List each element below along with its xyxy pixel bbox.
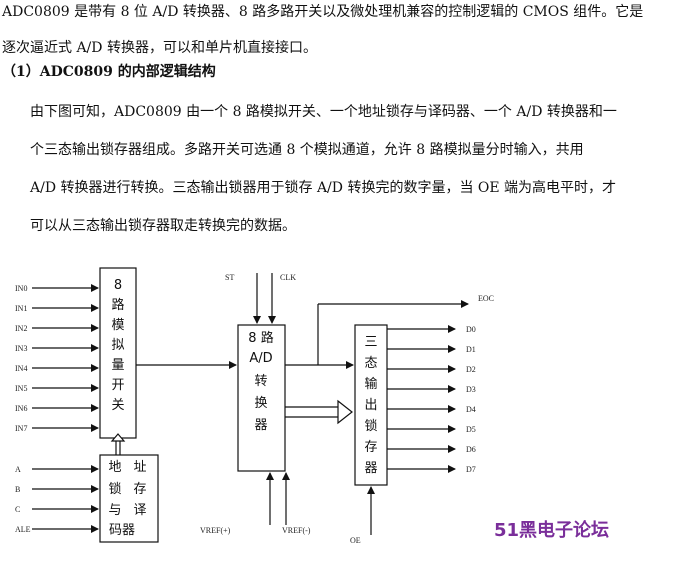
analog-input-label: IN2 <box>15 324 27 333</box>
output-label: D3 <box>466 385 476 394</box>
output-label: D2 <box>466 365 476 374</box>
analog-input-label: IN3 <box>15 344 27 353</box>
output-label: D4 <box>466 405 476 414</box>
eoc-label: EOC <box>478 294 494 303</box>
analog-input-label: IN1 <box>15 304 27 313</box>
output-label: D1 <box>466 345 476 354</box>
latch-block-char: 与 <box>108 503 121 518</box>
output-label: D0 <box>466 325 476 334</box>
mux-block-char: 量 <box>111 358 124 373</box>
data-bus-arrowhead <box>337 399 353 425</box>
latch-block-char: 锁 <box>108 481 121 497</box>
output-block-char: 存 <box>364 440 377 455</box>
analog-input-label: IN4 <box>15 364 27 373</box>
section-heading: （1）ADC0809 的内部逻辑结构 <box>2 64 216 80</box>
address-latch-block <box>99 454 159 543</box>
latch-to-mux-arrowhead <box>110 433 126 442</box>
body-line-4: 可以从三态输出锁存器取走转换完的数据。 <box>30 218 296 234</box>
address-input-label: C <box>15 505 20 514</box>
address-input-label: ALE <box>15 525 31 534</box>
output-block-char: 态 <box>364 356 377 371</box>
latch-block-char: 码器 <box>109 523 135 538</box>
mux-block-char: 关 <box>111 398 124 413</box>
output-block-char: 三 <box>364 335 377 350</box>
latch-block-char: 地 <box>108 460 121 475</box>
st-label: ST <box>225 273 234 282</box>
adc-block <box>237 324 286 472</box>
analog-input-label: IN7 <box>15 424 27 433</box>
intro-line-2: 逐次逼近式 A/D 转换器，可以和单片机直接接口。 <box>2 40 317 56</box>
output-block-char: 出 <box>364 398 377 413</box>
output-block-char: 输 <box>364 376 377 392</box>
analog-input-label: IN0 <box>15 284 27 293</box>
intro-line-1: ADC0809 是带有 8 位 A/D 转换器、8 路多路开关以及微处理机兼容的… <box>2 4 644 20</box>
mux-block-char: 拟 <box>111 338 124 353</box>
output-block-char: 锁 <box>364 418 377 434</box>
forum-watermark: 51黑电子论坛 <box>494 519 609 541</box>
analog-input-label: IN6 <box>15 404 27 413</box>
output-block-char: 器 <box>364 461 377 476</box>
latch-block-char: 译 <box>133 503 146 518</box>
mux-block-char: 开 <box>111 378 124 393</box>
vref-plus-label: VREF(+) <box>200 526 231 535</box>
address-input-label: A <box>15 465 21 474</box>
latch-block-char: 存 <box>133 482 146 497</box>
mux-block-char: 模 <box>111 318 124 333</box>
mux-block-char: 路 <box>111 297 124 313</box>
adc-block-char: 转 <box>254 374 267 389</box>
output-label: D5 <box>466 425 476 434</box>
body-line-3: A/D 转换器进行转换。三态输出锁器用于锁存 A/D 转换完的数字量，当 OE … <box>30 180 617 196</box>
output-label: D7 <box>466 465 476 474</box>
analog-input-label: IN5 <box>15 384 27 393</box>
address-input-label: B <box>15 485 20 494</box>
oe-label: OE <box>350 536 361 545</box>
adc-block-char: A/D <box>249 351 272 366</box>
adc-block-char: 8 路 <box>248 330 273 346</box>
latch-block-char: 址 <box>133 460 146 475</box>
body-line-2: 个三态输出锁存器组成。多路开关可选通 8 个模拟通道，允许 8 路模拟量分时输入… <box>30 142 584 158</box>
adc-block-char: 换 <box>254 396 267 411</box>
vref-minus-label: VREF(-) <box>282 526 311 535</box>
mux-block-char: 8 <box>114 278 122 293</box>
body-line-1: 由下图可知，ADC0809 由一个 8 路模拟开关、一个地址锁存与译码器、一个 … <box>30 104 617 120</box>
clk-label: CLK <box>280 273 296 282</box>
adc-block-char: 器 <box>254 418 267 433</box>
output-label: D6 <box>466 445 476 454</box>
output-latch-block <box>354 324 388 486</box>
